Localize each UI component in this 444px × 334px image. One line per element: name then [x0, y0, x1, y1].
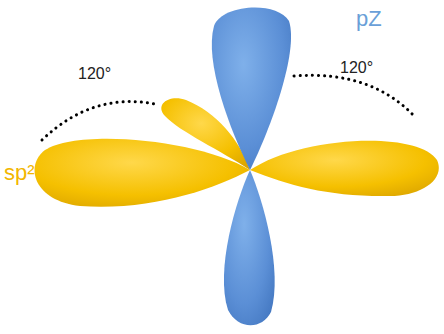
angle-label: 120° — [340, 60, 373, 76]
orbital-label: sp² — [4, 162, 35, 184]
pz-bottom-lobe — [224, 170, 275, 325]
orbital-label: pZ — [356, 8, 382, 30]
angle-label: 120° — [78, 66, 111, 82]
angle-arc — [42, 102, 155, 140]
pz-top-lobe — [212, 8, 291, 170]
sp2-right-lobe — [250, 141, 439, 196]
sp2-left-lobe — [35, 139, 250, 207]
angle-arc — [294, 75, 416, 118]
